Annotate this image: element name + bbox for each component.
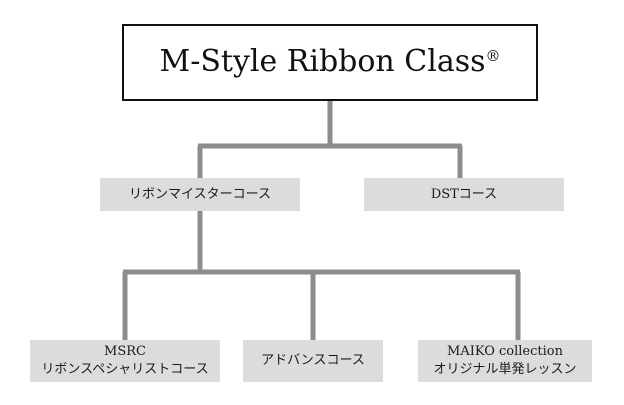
node-label: リボンマイスターコース	[129, 186, 271, 202]
node-msrc: MSRC リボンスペシャリストコース	[30, 340, 220, 382]
node-ribbon-meister-course: リボンマイスターコース	[100, 178, 300, 211]
node-label-line1: アドバンスコース	[261, 353, 365, 369]
node-advance-course: アドバンスコース	[243, 340, 383, 382]
node-maiko-collection: MAIKO collection オリジナル単発レッスン	[418, 340, 592, 382]
node-label-line1: MAIKO collection	[447, 344, 563, 360]
root-title: M-Style Ribbon Class	[159, 44, 486, 80]
node-label-line2: リボンスペシャリストコース	[41, 362, 209, 377]
node-label-line1: MSRC	[104, 344, 146, 360]
root-node: M-Style Ribbon Class®	[122, 24, 538, 101]
registered-mark: ®	[485, 47, 501, 66]
node-label: DSTコース	[430, 186, 498, 202]
node-label-line2: オリジナル単発レッスン	[433, 362, 577, 377]
node-dst-course: DSTコース	[364, 178, 564, 211]
